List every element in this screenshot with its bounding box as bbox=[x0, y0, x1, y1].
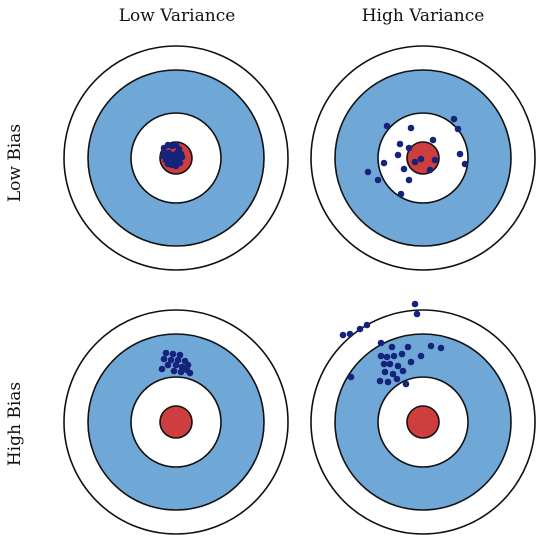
shot-dot bbox=[437, 344, 445, 352]
shot-dot bbox=[404, 343, 412, 351]
shot-dot bbox=[170, 367, 178, 375]
shot-dot bbox=[364, 168, 372, 176]
shot-dot bbox=[400, 165, 408, 173]
shot-dot bbox=[176, 159, 184, 167]
shot-dot bbox=[417, 352, 425, 360]
shot-dot bbox=[374, 176, 382, 184]
shot-dot bbox=[398, 350, 406, 358]
shot-dot bbox=[172, 361, 180, 369]
shot-dot bbox=[376, 377, 384, 385]
shot-dot bbox=[407, 124, 415, 132]
shot-dot bbox=[186, 369, 194, 377]
shot-dot bbox=[363, 321, 371, 329]
shot-dot bbox=[167, 356, 175, 364]
target-high-bias-low-variance bbox=[63, 309, 289, 535]
shot-dot bbox=[426, 166, 434, 174]
shot-dot bbox=[411, 158, 419, 166]
shot-dot bbox=[405, 176, 413, 184]
shot-dot bbox=[402, 380, 410, 388]
shot-dot bbox=[450, 115, 458, 123]
shot-dot bbox=[454, 125, 462, 133]
shot-dot bbox=[347, 373, 355, 381]
column-title-low-variance: Low Variance bbox=[118, 6, 236, 26]
shot-dot bbox=[394, 362, 402, 370]
shot-dot bbox=[383, 122, 391, 130]
shot-dot bbox=[389, 370, 397, 378]
shot-dot bbox=[377, 352, 385, 360]
shot-dot bbox=[169, 350, 177, 358]
shot-dot bbox=[396, 140, 404, 148]
shot-dot bbox=[456, 150, 464, 158]
target-high-bias-high-variance bbox=[310, 300, 536, 535]
column-title-high-variance: High Variance bbox=[361, 6, 485, 26]
shot-dot bbox=[397, 190, 405, 198]
shot-dot bbox=[390, 352, 398, 360]
shot-dot bbox=[184, 361, 192, 369]
shot-dot bbox=[356, 325, 364, 333]
shot-dot bbox=[427, 342, 435, 350]
shot-dot bbox=[383, 353, 391, 361]
shot-dot bbox=[407, 358, 415, 366]
shot-dot bbox=[177, 368, 185, 376]
shot-dot bbox=[399, 367, 407, 375]
shot-dot bbox=[393, 375, 401, 383]
target-low-bias-low-variance bbox=[63, 45, 289, 271]
shot-dot bbox=[417, 155, 425, 163]
shot-dot bbox=[164, 361, 172, 369]
shot-dot bbox=[160, 355, 168, 363]
shot-dot bbox=[162, 349, 170, 357]
shot-dot bbox=[461, 160, 469, 168]
shot-dot bbox=[178, 363, 186, 371]
target-low-bias-high-variance bbox=[310, 45, 536, 271]
shot-dot bbox=[394, 151, 402, 159]
shot-dot bbox=[381, 368, 389, 376]
shot-dot bbox=[411, 300, 419, 308]
shot-dot bbox=[174, 356, 182, 364]
bullseye bbox=[406, 405, 440, 439]
shot-dot bbox=[431, 156, 439, 164]
shot-dot bbox=[380, 360, 388, 368]
shot-dot bbox=[346, 330, 354, 338]
shot-dot bbox=[178, 153, 186, 161]
shot-dot bbox=[429, 136, 437, 144]
shot-dot bbox=[176, 351, 184, 359]
shot-dot bbox=[384, 378, 392, 386]
shot-dot bbox=[413, 310, 421, 318]
shot-dot bbox=[158, 365, 166, 373]
shot-dot bbox=[380, 159, 388, 167]
shot-dot bbox=[159, 152, 167, 160]
shot-dot bbox=[377, 339, 385, 347]
shot-dot bbox=[386, 360, 394, 368]
shot-dot bbox=[339, 331, 347, 339]
shot-dot bbox=[388, 343, 396, 351]
shot-dot bbox=[405, 144, 413, 152]
bullseye bbox=[159, 405, 193, 439]
